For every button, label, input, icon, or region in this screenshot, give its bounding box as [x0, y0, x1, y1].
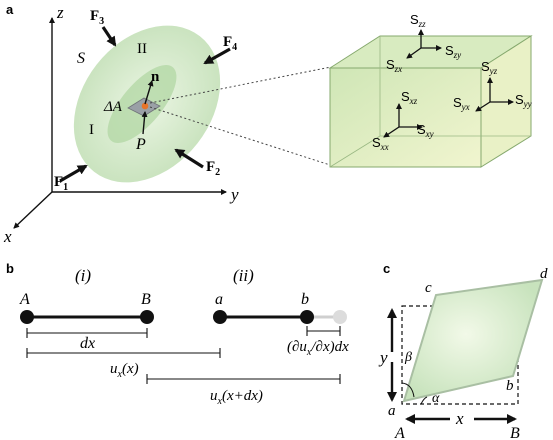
node-b-lower — [300, 310, 314, 324]
stress-label-yz: Syz — [481, 59, 498, 76]
alpha-arc — [420, 396, 428, 405]
point-p-arrow — [141, 111, 148, 135]
stress-label-xx: Sxx — [372, 135, 389, 152]
stress-arrow-yx — [475, 101, 491, 112]
stress-label-xy: Sxy — [417, 122, 434, 139]
deformed-element — [402, 278, 544, 403]
force-arrow-3 — [101, 26, 117, 47]
projection-lines — [149, 66, 332, 166]
point-label-A: A — [19, 291, 30, 308]
normal-vector-label: n — [151, 69, 160, 85]
point-label-B-c: B — [510, 425, 520, 440]
x-axis — [13, 191, 53, 229]
point-label-B: B — [141, 291, 151, 308]
corner-label-a: a — [388, 403, 396, 419]
area-label: ΔA — [103, 99, 123, 115]
stress-arrow-zx — [406, 47, 422, 59]
corner-label-d: d — [540, 266, 548, 282]
stress-label-yy: Syy — [515, 92, 532, 109]
beta-arc — [401, 382, 415, 398]
surface-label-s: S — [77, 50, 85, 67]
force-label-2: F2 — [206, 159, 220, 178]
panel-label-a: a — [6, 2, 14, 17]
force-label-4: F4 — [223, 34, 237, 53]
dx-label: dx — [80, 335, 95, 352]
corner-label-c: c — [425, 280, 432, 296]
node-a-lower — [213, 310, 227, 324]
ux-label: ux(x) — [110, 361, 139, 380]
point-p-marker — [141, 102, 149, 110]
uxdx-label: ux(x+dx) — [210, 388, 263, 407]
node-ghost — [333, 310, 347, 324]
stress-arrow-xx — [383, 126, 400, 138]
node-b-upper — [140, 310, 154, 324]
force-arrow-2 — [174, 148, 204, 169]
x-axis-label: x — [3, 227, 12, 246]
y-label: y — [378, 348, 388, 367]
coordinate-axes — [13, 17, 227, 229]
panel-label-c: c — [383, 261, 390, 276]
region-label-ii: II — [137, 41, 147, 57]
point-label-a: a — [215, 291, 223, 308]
x-label: x — [455, 409, 464, 428]
stress-label-zx: Szx — [386, 57, 402, 74]
point-label-A-c: A — [394, 425, 405, 440]
stress-label-yx: Syx — [453, 95, 470, 112]
beta-label: β — [404, 350, 412, 365]
case-label-ii: (ii) — [233, 266, 254, 285]
case-label-i: (i) — [75, 266, 91, 285]
force-arrow-4 — [203, 47, 231, 65]
region-label-i: I — [89, 122, 94, 138]
force-label-1: F1 — [54, 174, 68, 193]
force-arrow-1 — [59, 164, 88, 183]
point-p-label: P — [135, 136, 146, 153]
normal-vector-arrow — [144, 80, 154, 105]
node-a-upper — [20, 310, 34, 324]
stress-label-xz: Sxz — [401, 89, 418, 106]
point-label-b: b — [301, 291, 309, 308]
alpha-label: α — [432, 391, 440, 406]
corner-label-b: b — [506, 378, 514, 394]
stress-label-zy: Szy — [445, 43, 461, 60]
dimension-lines — [26, 326, 341, 384]
y-axis-label: y — [229, 185, 239, 204]
z-axis-label: z — [56, 3, 64, 22]
stress-label-zz: Szz — [410, 12, 426, 29]
force-label-3: F3 — [90, 8, 104, 27]
strain-label: (∂ux/∂x)dx — [287, 339, 349, 358]
panel-label-b: b — [6, 261, 14, 276]
